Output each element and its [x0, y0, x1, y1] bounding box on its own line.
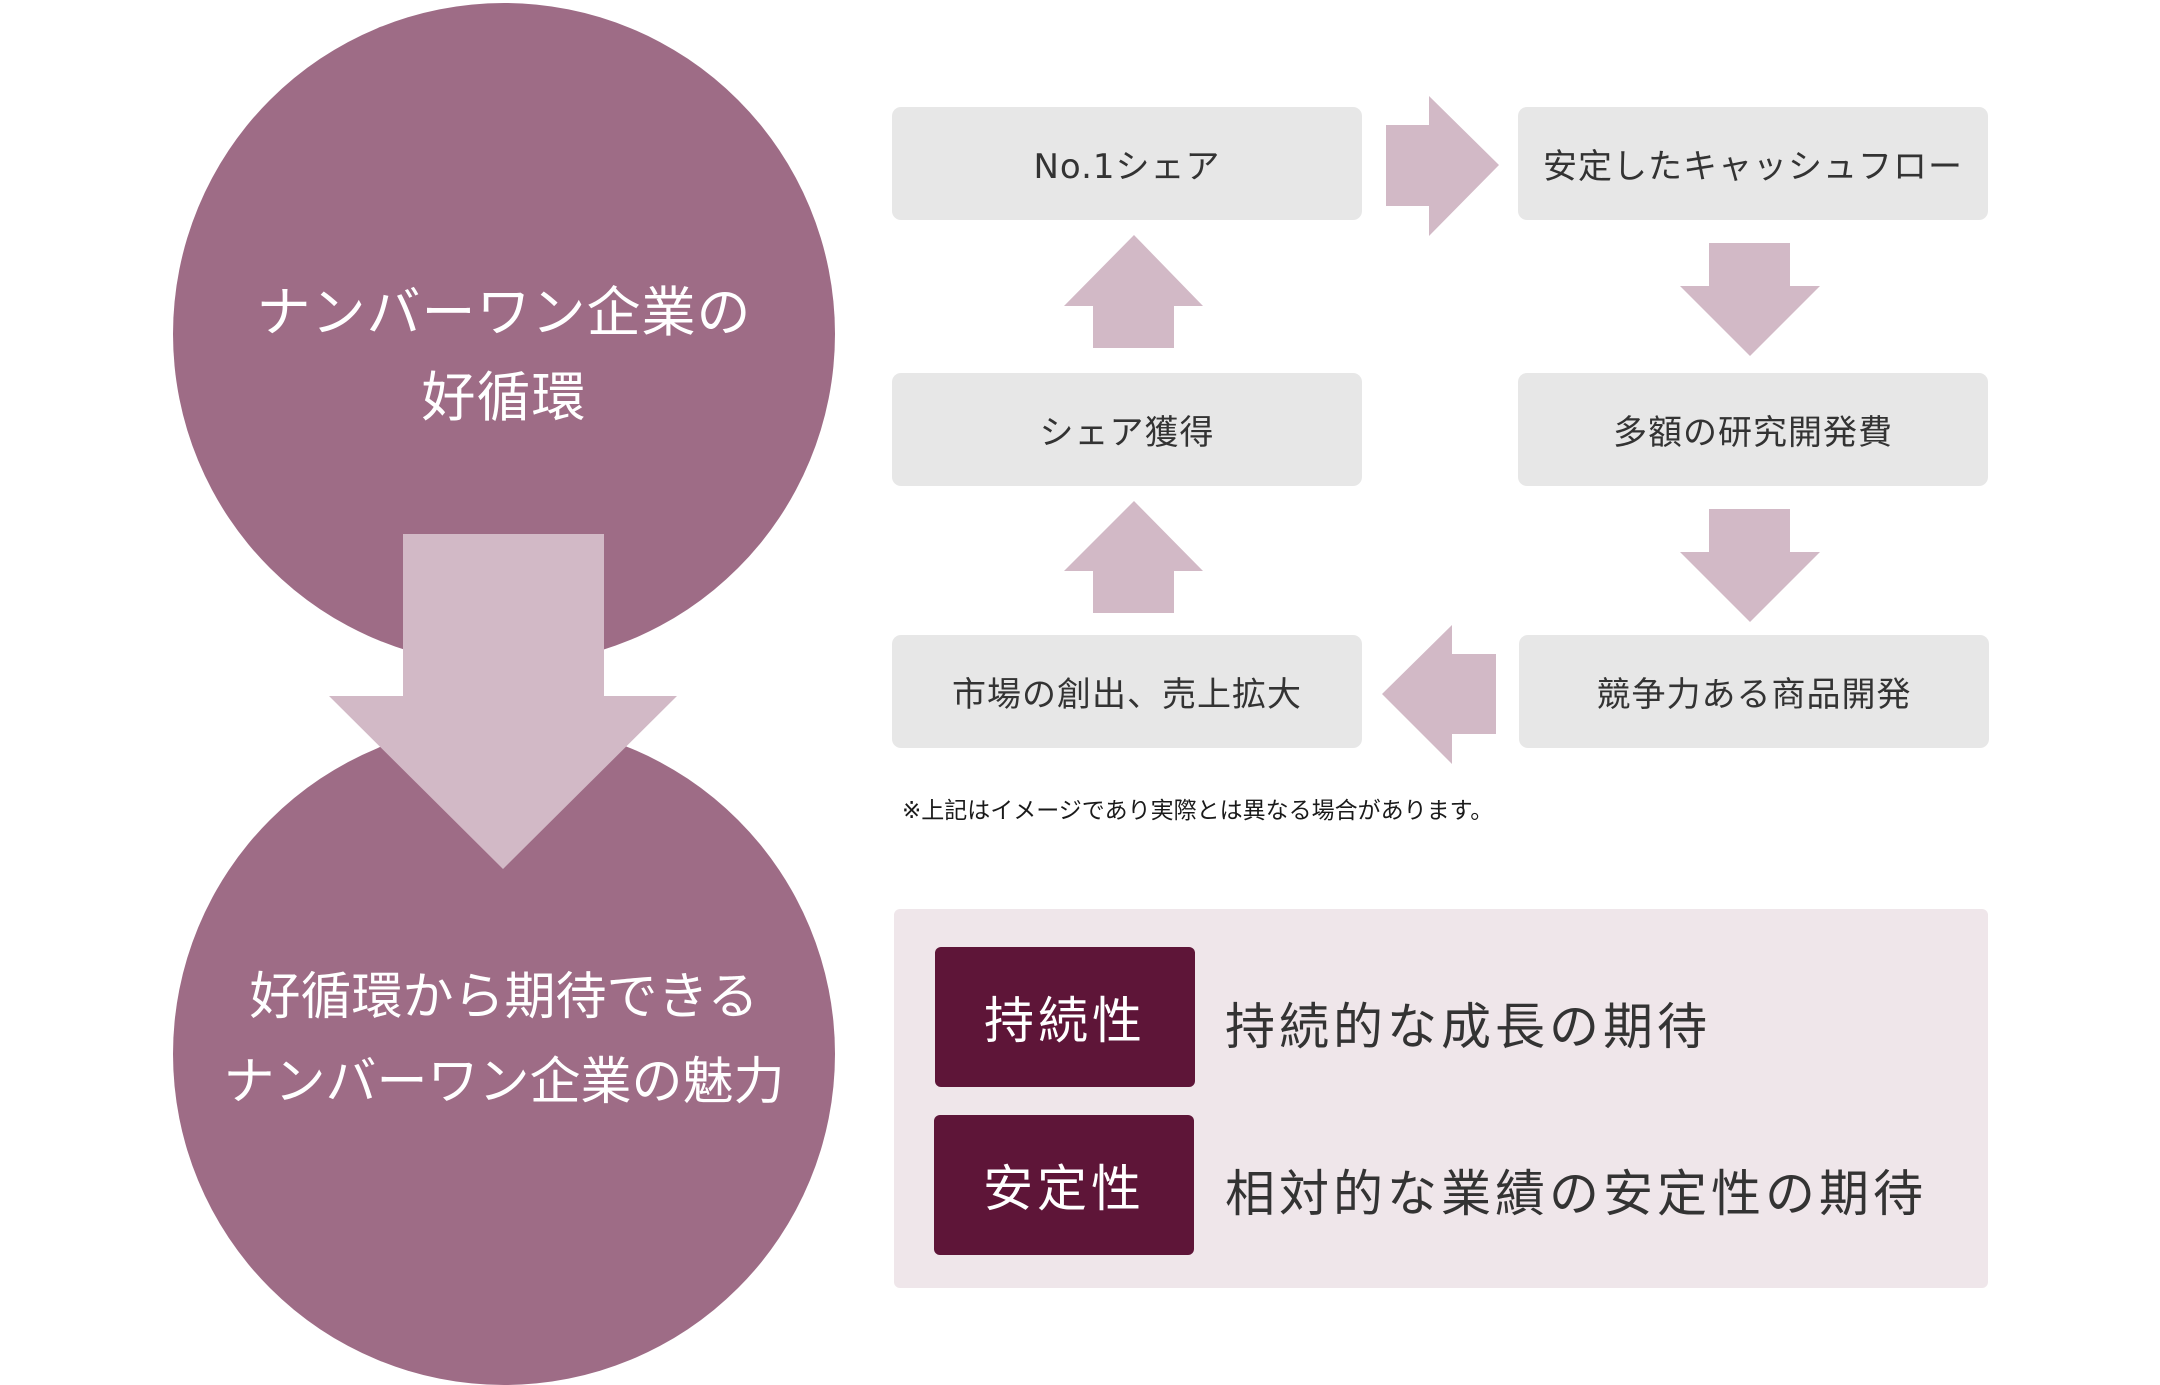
cycle-step-label: 安定したキャッシュフロー: [1543, 147, 1963, 187]
cycle-title: ナンバーワン企業の 好循環: [173, 270, 835, 440]
benefit-text-sustainability: 持続的な成長の期待: [1225, 998, 1711, 1056]
up-arrow-icon: [1064, 501, 1203, 613]
benefit-text-stability: 相対的な業績の安定性の期待: [1225, 1165, 1927, 1223]
cycle-step-label: 多額の研究開発費: [1613, 413, 1893, 453]
cycle-step-label: 市場の創出、売上拡大: [952, 675, 1302, 715]
big-down-arrow-icon: [329, 534, 677, 869]
badge-label: 安定性: [983, 1160, 1145, 1218]
badge-label: 持続性: [984, 992, 1146, 1050]
cycle-title-line1: ナンバーワン企業の: [256, 281, 752, 344]
cycle-step-label: シェア獲得: [1039, 413, 1215, 453]
appeal-title-line1: 好循環から期待できる: [249, 968, 759, 1027]
appeal-title-line2: ナンバーワン企業の魅力: [223, 1053, 785, 1112]
cycle-step-product-dev: 競争力ある商品開発: [1519, 635, 1989, 748]
left-arrow-icon: [1382, 625, 1496, 764]
badge-stability: 安定性: [934, 1115, 1194, 1255]
down-arrow-icon: [1680, 509, 1820, 622]
appeal-title: 好循環から期待できる ナンバーワン企業の魅力: [173, 955, 835, 1125]
up-arrow-icon: [1064, 235, 1203, 348]
disclaimer-note: ※上記はイメージであり実際とは異なる場合があります。: [902, 798, 1494, 824]
cycle-step-rnd: 多額の研究開発費: [1518, 373, 1988, 486]
badge-sustainability: 持続性: [935, 947, 1195, 1087]
cycle-step-cash-flow: 安定したキャッシュフロー: [1518, 107, 1988, 220]
cycle-step-label: No.1シェア: [1033, 147, 1221, 187]
cycle-step-no1-share: No.1シェア: [892, 107, 1362, 220]
cycle-step-share-gain: シェア獲得: [892, 373, 1362, 486]
cycle-step-market-creation: 市場の創出、売上拡大: [892, 635, 1362, 748]
right-arrow-icon: [1386, 96, 1499, 236]
cycle-step-label: 競争力ある商品開発: [1596, 675, 1912, 715]
down-arrow-icon: [1680, 243, 1820, 356]
cycle-title-line2: 好循環: [421, 366, 587, 429]
